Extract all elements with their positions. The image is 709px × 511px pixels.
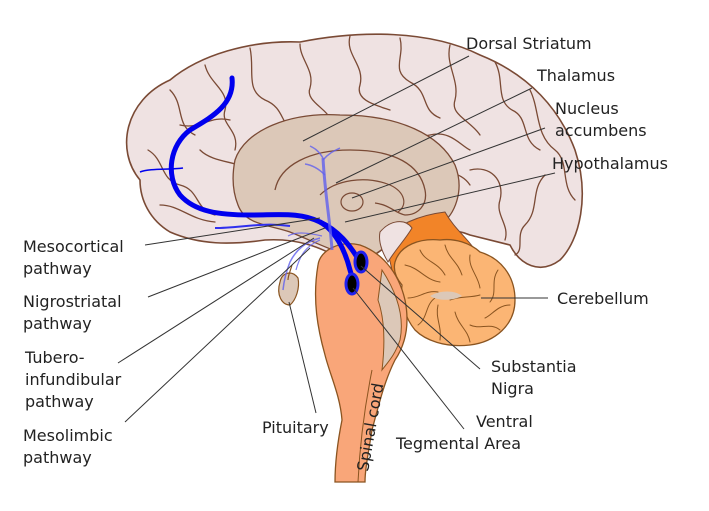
label-mesocortical-pathway: Mesocortical pathway bbox=[23, 237, 129, 278]
white-matter-fold bbox=[379, 221, 413, 263]
thalamus-outline bbox=[319, 179, 405, 213]
leader-lines bbox=[117, 55, 556, 430]
label-substantia-nigra: Substantia Nigra bbox=[491, 357, 582, 398]
label-nigrostriatal-pathway: Nigrostriatal pathway bbox=[23, 292, 127, 333]
striatal-fibers bbox=[321, 157, 334, 251]
vta-nucleus bbox=[344, 272, 360, 296]
spinal-cord-line bbox=[357, 369, 373, 483]
label-tuberoinfundibular-pathway: Tubero- infundibular pathway bbox=[24, 348, 126, 411]
label-ventral-tegmental-area: Ventral Tegmental Area bbox=[395, 412, 538, 453]
mesocortical-pathway-line bbox=[168, 75, 358, 288]
label-hypothalamus: Hypothalamus bbox=[552, 154, 668, 173]
label-thalamus: Thalamus bbox=[536, 66, 615, 85]
thalamus-nucleus bbox=[340, 192, 364, 212]
label-nucleus-accumbens: Nucleus accumbens bbox=[555, 99, 647, 140]
label-cerebellum: Cerebellum bbox=[557, 289, 649, 308]
substantia-nigra-nucleus bbox=[353, 250, 369, 274]
dopamine-pathways bbox=[139, 75, 369, 296]
cerebellum-folia bbox=[404, 244, 511, 343]
tuberoinfundibular-pathway-line bbox=[282, 237, 321, 291]
striatal-branches bbox=[304, 145, 341, 176]
label-dorsal-striatum: Dorsal Striatum bbox=[466, 34, 592, 53]
fourth-ventricle bbox=[377, 268, 402, 372]
pituitary-stalk bbox=[287, 264, 293, 281]
label-mesolimbic-pathway: Mesolimbic pathway bbox=[23, 426, 118, 467]
mesolimbic-branch bbox=[214, 223, 291, 229]
arbor-vitae bbox=[430, 291, 462, 300]
mesocortical-branch bbox=[139, 167, 184, 173]
label-pituitary: Pituitary bbox=[262, 418, 329, 437]
corpus-callosum-outline bbox=[274, 149, 427, 216]
